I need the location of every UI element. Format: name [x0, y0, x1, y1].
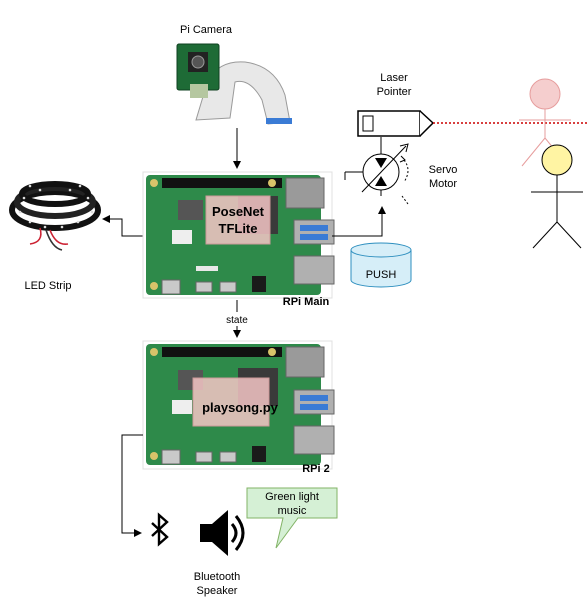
- rpi-main-software-line2: TFLite: [219, 221, 258, 236]
- ribbon-connector: [266, 118, 292, 124]
- arrow-rpi2-to-speaker: [121, 434, 143, 537]
- rpi2-board: playsong.py RPi 2: [142, 340, 335, 475]
- laser-label-line2: Pointer: [377, 86, 412, 98]
- hdmi-port: [219, 281, 237, 293]
- mount-hole: [150, 179, 158, 187]
- green-light-callout: Green light music: [246, 487, 338, 549]
- push-label: PUSH: [366, 269, 397, 281]
- rpi2-logo-box: [172, 400, 192, 414]
- usb-c-port: [161, 449, 181, 465]
- rpi-main-ethernet: [285, 177, 325, 209]
- mount-hole: [150, 452, 158, 460]
- laser-label-line1: Laser: [380, 72, 408, 84]
- led-strip: LED Strip: [9, 181, 101, 292]
- led-coil-mid: [14, 185, 96, 219]
- led-coil-inner: [19, 181, 91, 207]
- yellow-figure-leg-right: [556, 221, 582, 249]
- usb-c-port: [161, 279, 181, 295]
- servo-triangle-top: [375, 158, 387, 168]
- servo-slash-head: [399, 143, 409, 153]
- pi-camera: Pi Camera: [176, 24, 292, 125]
- state-label-bg: [222, 312, 252, 326]
- usb3-insert: [300, 395, 328, 401]
- rpi2-software-label: playsong.py: [202, 400, 279, 415]
- rpi2-software-box: [192, 377, 270, 427]
- bluetooth-icon: [151, 512, 169, 547]
- bluetooth-speaker: Bluetooth Speaker: [151, 510, 245, 597]
- speaker-icon: [200, 510, 228, 556]
- mount-hole: [268, 348, 276, 356]
- rpi-main-gpio: [162, 178, 282, 188]
- laser-tip: [419, 110, 435, 137]
- usb3-insert: [300, 404, 328, 410]
- speaker-label-line1: Bluetooth: [194, 571, 240, 583]
- mount-hole: [150, 348, 158, 356]
- led-coil-outer: [9, 189, 101, 231]
- led-strip-label: LED Strip: [24, 280, 71, 292]
- arrow-rpi-main-to-servo: [332, 206, 386, 237]
- rpi-main-board: PoseNet TFLite RPi Main: [142, 171, 335, 308]
- audio-jack: [252, 276, 266, 292]
- mount-hole: [268, 179, 276, 187]
- rpi-main-usb-a: [293, 219, 335, 245]
- hdmi-port: [195, 451, 213, 463]
- red-figure-leg-left: [521, 137, 546, 167]
- arrow-rpi-main-to-led: [102, 215, 143, 237]
- servo-triangle-bottom: [375, 176, 387, 186]
- rpi-main-software-line1: PoseNet: [212, 204, 265, 219]
- rpi2-ethernet: [285, 346, 325, 378]
- servo-rotation-tip: [399, 155, 406, 163]
- rpi-main-chip: [178, 200, 203, 220]
- audio-jack: [252, 446, 266, 462]
- yellow-figure-leg-left: [532, 221, 558, 249]
- callout-line1: Green light: [265, 491, 319, 503]
- speaker-wave-inner: [230, 523, 238, 543]
- speaker-wave-outer: [234, 515, 245, 551]
- servo-slash: [361, 145, 407, 193]
- stick-figure-yellow: [531, 144, 583, 249]
- stick-figure-red: [519, 78, 571, 167]
- laser-pointer: Laser Pointer: [357, 72, 435, 137]
- usb3-insert: [300, 225, 328, 231]
- servo-label-line1: Servo: [429, 164, 458, 176]
- led-wire-red: [29, 227, 69, 246]
- rpi-main-software-box: [205, 195, 271, 245]
- hdmi-port: [219, 451, 237, 463]
- speaker-label-line2: Speaker: [197, 585, 238, 597]
- led-wire-black: [45, 229, 63, 251]
- pi-camera-label: Pi Camera: [180, 24, 233, 36]
- servo-label-line2: Motor: [429, 178, 457, 190]
- yellow-figure-head: [541, 144, 573, 176]
- callout-line2: music: [278, 505, 307, 517]
- push-cylinder-body: [350, 250, 412, 288]
- state-label: state: [226, 315, 248, 326]
- rpi2-usb-a: [293, 389, 335, 415]
- push-cylinder-top: [350, 242, 412, 258]
- camera-connector: [190, 84, 208, 98]
- rpi2-gpio: [162, 347, 282, 357]
- servo-rotation-arc: [403, 159, 409, 183]
- laser-cap: [362, 115, 374, 132]
- rpi-main-usb-b: [293, 255, 335, 285]
- red-figure-head: [529, 78, 561, 110]
- camera-lens: [191, 55, 205, 69]
- hdmi-label-box: [196, 266, 218, 271]
- rpi2-label: RPi 2: [302, 463, 330, 475]
- callout-bubble: [246, 487, 338, 549]
- mount-hole: [150, 282, 158, 290]
- rpi2-usb-b: [293, 425, 335, 455]
- rpi-main-label: RPi Main: [283, 296, 330, 308]
- hdmi-port: [195, 281, 213, 293]
- rpi-logo-box: [172, 230, 192, 244]
- push-button: PUSH: [350, 242, 412, 288]
- servo-motor: Servo Motor: [344, 143, 458, 205]
- usb3-insert: [300, 234, 328, 240]
- servo-rotation-dash: [401, 195, 409, 205]
